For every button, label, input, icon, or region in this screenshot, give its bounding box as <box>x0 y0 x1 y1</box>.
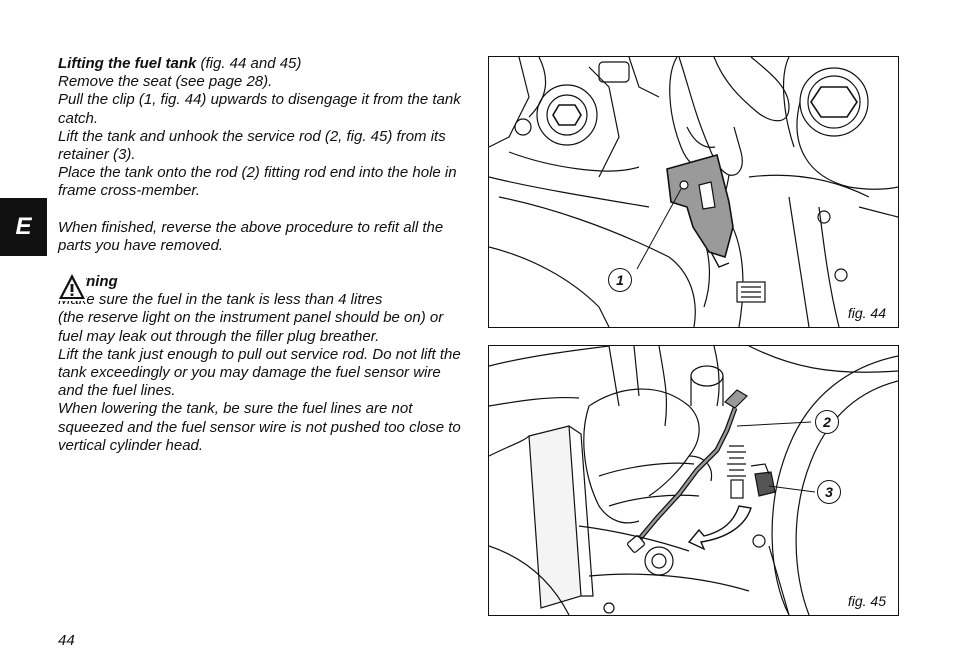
warning-block: Warning Make sure the fuel in the tank i… <box>58 273 468 455</box>
figure-45-illustration <box>489 346 898 615</box>
figure-44: 1 fig. 44 <box>488 56 899 328</box>
warning-line-1: Make sure the fuel in the tank is less t… <box>58 291 383 309</box>
page-number: 44 <box>58 632 75 649</box>
figure-44-caption: fig. 44 <box>847 305 886 321</box>
warning-line-3: Lift the tank just enough to pull out se… <box>58 345 461 400</box>
warning-line-2: (the reserve light on the instrument pan… <box>58 309 444 345</box>
figure-45-caption: fig. 45 <box>847 593 886 609</box>
step-1: Remove the seat (see page 28). <box>58 73 273 91</box>
callout-2: 2 <box>815 410 839 434</box>
finish-note: When finished, reverse the above procedu… <box>58 218 444 254</box>
figure-44-illustration <box>489 57 898 327</box>
step-4: Place the tank onto the rod (2) fitting … <box>58 164 457 200</box>
heading-figure-ref: (fig. 44 and 45) <box>196 55 302 72</box>
figure-45: 2 3 fig. 45 <box>488 345 899 616</box>
article-column: Lifting the fuel tank (fig. 44 and 45) R… <box>58 55 468 455</box>
callout-1: 1 <box>608 268 632 292</box>
warning-line-4: When lowering the tank, be sure the fuel… <box>58 400 461 454</box>
heading-title: Lifting the fuel tank <box>58 55 197 72</box>
article-heading: Lifting the fuel tank (fig. 44 and 45) <box>58 55 468 73</box>
warning-triangle-icon <box>58 273 86 302</box>
warning-title: Warning <box>58 273 118 291</box>
step-2: Pull the clip (1, fig. 44) upwards to di… <box>58 91 461 127</box>
callout-3: 3 <box>817 480 841 504</box>
section-tab: E <box>0 198 47 256</box>
step-3: Lift the tank and unhook the service rod… <box>58 127 446 164</box>
